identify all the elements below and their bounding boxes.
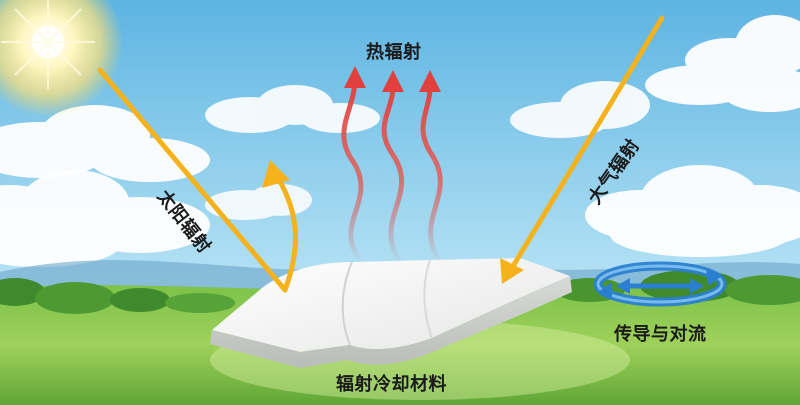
heat-radiation-label: 热辐射 — [366, 42, 422, 63]
conduction-convection-label: 传导与对流 — [614, 324, 707, 345]
heat-radiation-arrows — [341, 75, 443, 265]
clouds — [0, 15, 800, 267]
cooling-material-label: 辐射冷却材料 — [336, 374, 447, 395]
solar-radiation-arrow — [97, 67, 298, 293]
atmospheric-radiation-arrow — [500, 15, 665, 284]
heat-arrowheads — [344, 66, 441, 92]
sun-icon — [0, 0, 123, 117]
convection-icon — [593, 261, 727, 307]
cooling-material-sheet — [210, 258, 572, 368]
